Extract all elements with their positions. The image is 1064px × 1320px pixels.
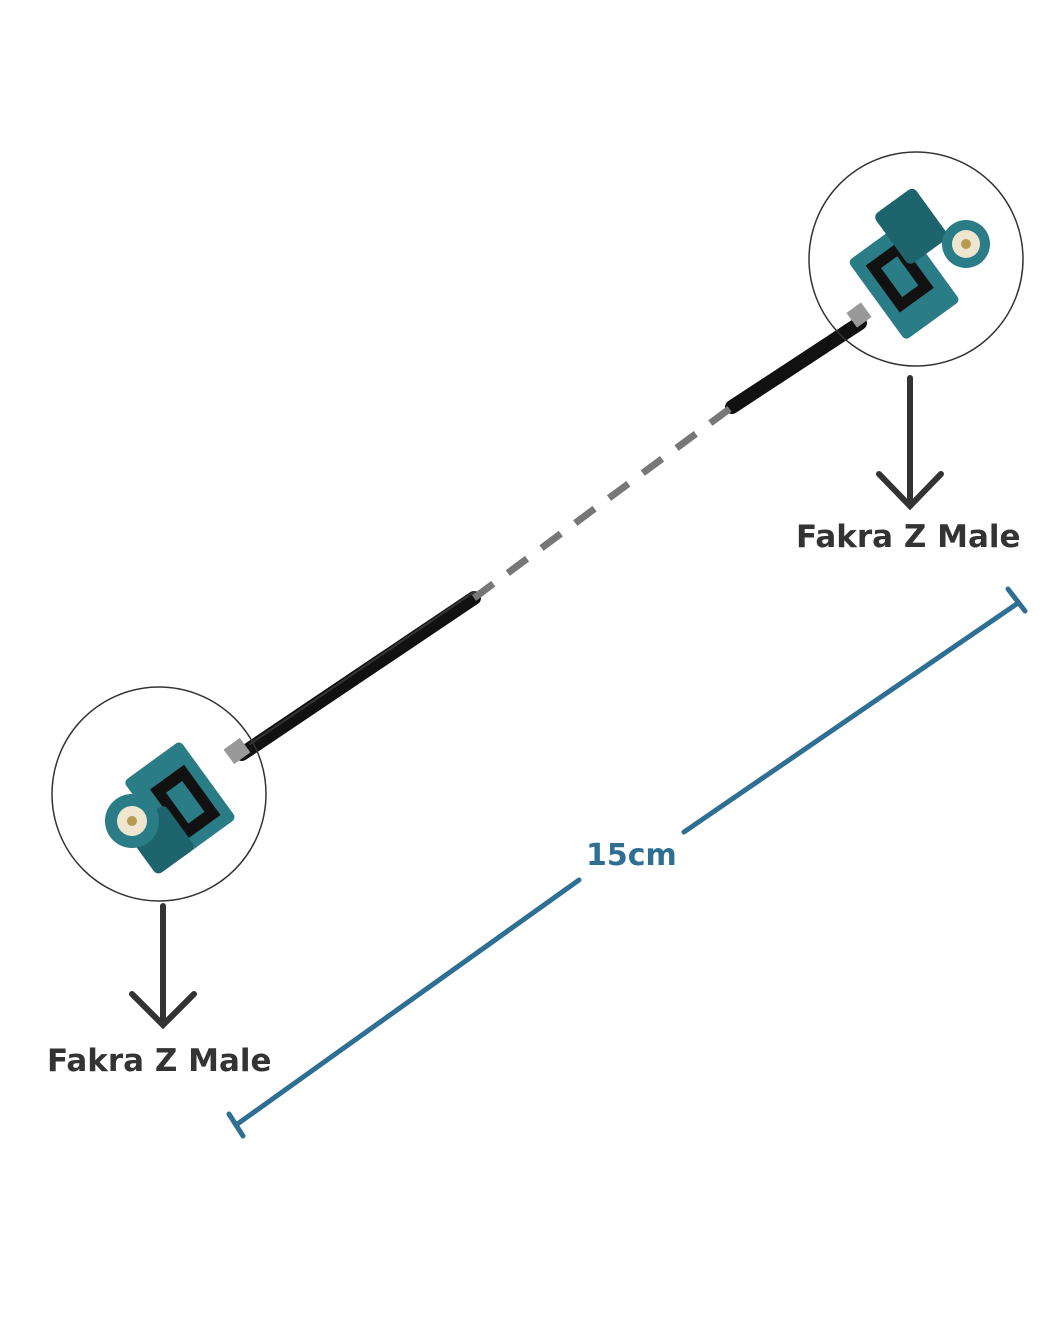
- arrow-bottom: [129, 903, 197, 1030]
- cable-gap-dashed: [471, 404, 735, 601]
- connector-bottom-pin: [127, 816, 137, 826]
- dimension-tick-top: [1005, 586, 1028, 614]
- connector-top-metal-collar: [846, 302, 872, 328]
- cable: [235, 316, 867, 761]
- connector-top-label: Fakra Z Male: [796, 519, 1021, 555]
- connector-top-circle: [808, 151, 1024, 367]
- connector-top-body: [849, 188, 959, 339]
- connector-bottom-label: Fakra Z Male: [47, 1043, 272, 1079]
- arrow-top: [876, 375, 944, 511]
- cable-lower-segment: [235, 591, 481, 761]
- connector-top-pin: [961, 239, 971, 249]
- cable-lower-highlight: [249, 591, 475, 745]
- cable-length-label: 15cm: [586, 838, 677, 873]
- connector-bottom-circle: [51, 686, 267, 902]
- dimension-tick-bottom: [226, 1111, 246, 1139]
- cable-upper-segment: [725, 316, 867, 414]
- connector-bottom-body: [125, 742, 235, 874]
- connector-bottom: [51, 686, 267, 902]
- connector-top: [808, 151, 1024, 367]
- connector-bottom-metal-collar: [223, 737, 251, 765]
- dimension-line: [226, 586, 1028, 1139]
